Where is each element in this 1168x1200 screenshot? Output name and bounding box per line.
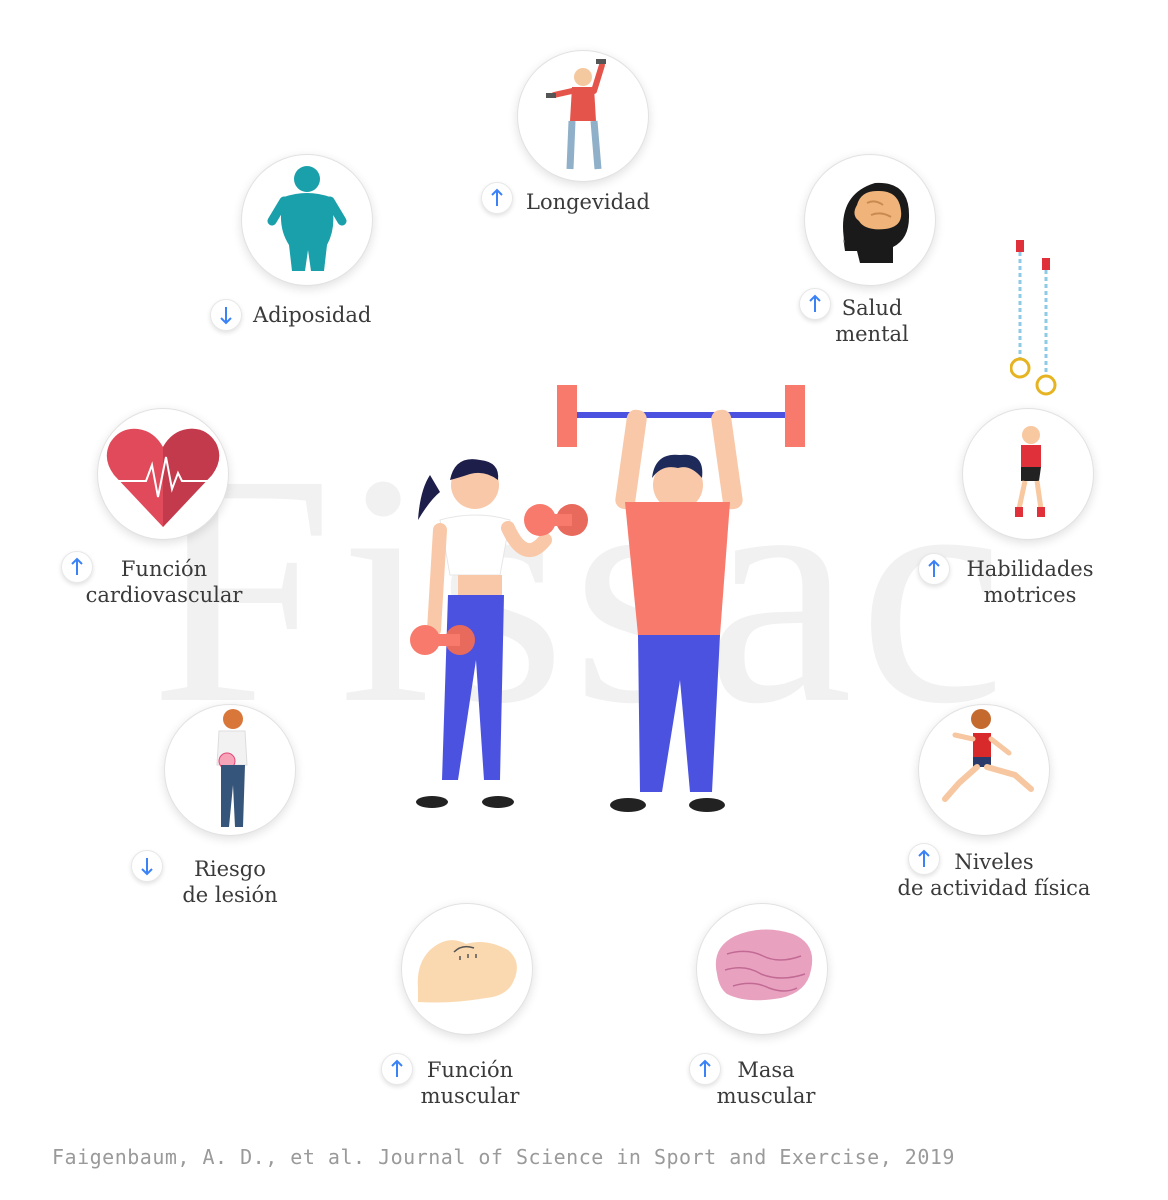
riesgo-lesion-label: Riesgo de lesión bbox=[170, 856, 290, 908]
muscle-tissue-icon bbox=[715, 929, 813, 1001]
habilidades-motrices-circle bbox=[962, 408, 1094, 540]
back-injury-icon bbox=[216, 709, 248, 827]
salud-mental-label-line2: mental bbox=[835, 322, 909, 346]
center-illustration bbox=[400, 380, 820, 820]
brain-head-icon bbox=[843, 182, 910, 263]
niveles-actividad-circle bbox=[918, 704, 1050, 836]
funcion-muscular-label: Función muscular bbox=[410, 1057, 530, 1109]
niveles-actividad-label: Niveles de actividad física bbox=[884, 849, 1104, 901]
child-rings-icon bbox=[1015, 426, 1045, 517]
habilidades-motrices-label-line1: Habilidades bbox=[966, 557, 1094, 581]
longevidad-label: Longevidad bbox=[526, 190, 650, 214]
elderly-person-dumbbells-icon bbox=[546, 59, 606, 170]
running-child-icon bbox=[942, 709, 1034, 802]
masa-muscular-circle bbox=[696, 903, 828, 1035]
riesgo-lesion-arrow-down-icon bbox=[131, 850, 163, 882]
funcion-muscular-arrow-up-icon bbox=[381, 1053, 413, 1085]
riesgo-lesion-label-line1: Riesgo bbox=[194, 857, 266, 881]
riesgo-lesion-label-line2: de lesión bbox=[182, 883, 278, 907]
funcion-cardiovascular-arrow-up-icon bbox=[61, 551, 93, 583]
heart-icon bbox=[106, 428, 220, 527]
salud-mental-label-line1: Salud bbox=[841, 296, 903, 320]
funcion-cardiovascular-label-line2: cardiovascular bbox=[85, 583, 243, 607]
salud-mental-circle bbox=[804, 154, 936, 286]
watermark: Fissac bbox=[150, 407, 1011, 772]
habilidades-motrices-arrow-up-icon bbox=[918, 553, 950, 585]
people-exercising-icon bbox=[410, 385, 805, 812]
flexed-arm-icon bbox=[417, 940, 517, 1003]
masa-muscular-label-line1: Masa bbox=[737, 1058, 795, 1082]
longevidad-circle bbox=[517, 50, 649, 182]
niveles-actividad-label-line1: Niveles bbox=[954, 850, 1034, 874]
funcion-cardiovascular-label: Función cardiovascular bbox=[74, 556, 254, 608]
habilidades-motrices-label: Habilidades motrices bbox=[955, 556, 1105, 608]
funcion-muscular-label-line1: Función bbox=[426, 1058, 514, 1082]
body-fat-icon bbox=[267, 166, 347, 271]
niveles-actividad-label-line2: de actividad física bbox=[897, 876, 1091, 900]
salud-mental-label: Salud mental bbox=[822, 295, 922, 347]
funcion-cardiovascular-label-line1: Función bbox=[120, 557, 208, 581]
salud-mental-arrow-up-icon bbox=[799, 288, 831, 320]
funcion-cardiovascular-circle bbox=[97, 408, 229, 540]
adiposidad-circle bbox=[241, 154, 373, 286]
adiposidad-arrow-down-icon bbox=[210, 299, 242, 331]
funcion-muscular-label-line2: muscular bbox=[420, 1084, 520, 1108]
funcion-muscular-circle bbox=[401, 903, 533, 1035]
niveles-actividad-arrow-up-icon bbox=[908, 843, 940, 875]
adiposidad-label: Adiposidad bbox=[253, 303, 372, 327]
habilidades-motrices-label-line2: motrices bbox=[983, 583, 1077, 607]
masa-muscular-label-line2: muscular bbox=[716, 1084, 816, 1108]
masa-muscular-arrow-up-icon bbox=[689, 1053, 721, 1085]
masa-muscular-label: Masa muscular bbox=[706, 1057, 826, 1109]
gymnastic-rings-icon bbox=[1010, 240, 1057, 396]
citation: Faigenbaum, A. D., et al. Journal of Sci… bbox=[52, 1145, 955, 1169]
longevidad-arrow-up-icon bbox=[481, 182, 513, 214]
riesgo-lesion-circle bbox=[164, 704, 296, 836]
